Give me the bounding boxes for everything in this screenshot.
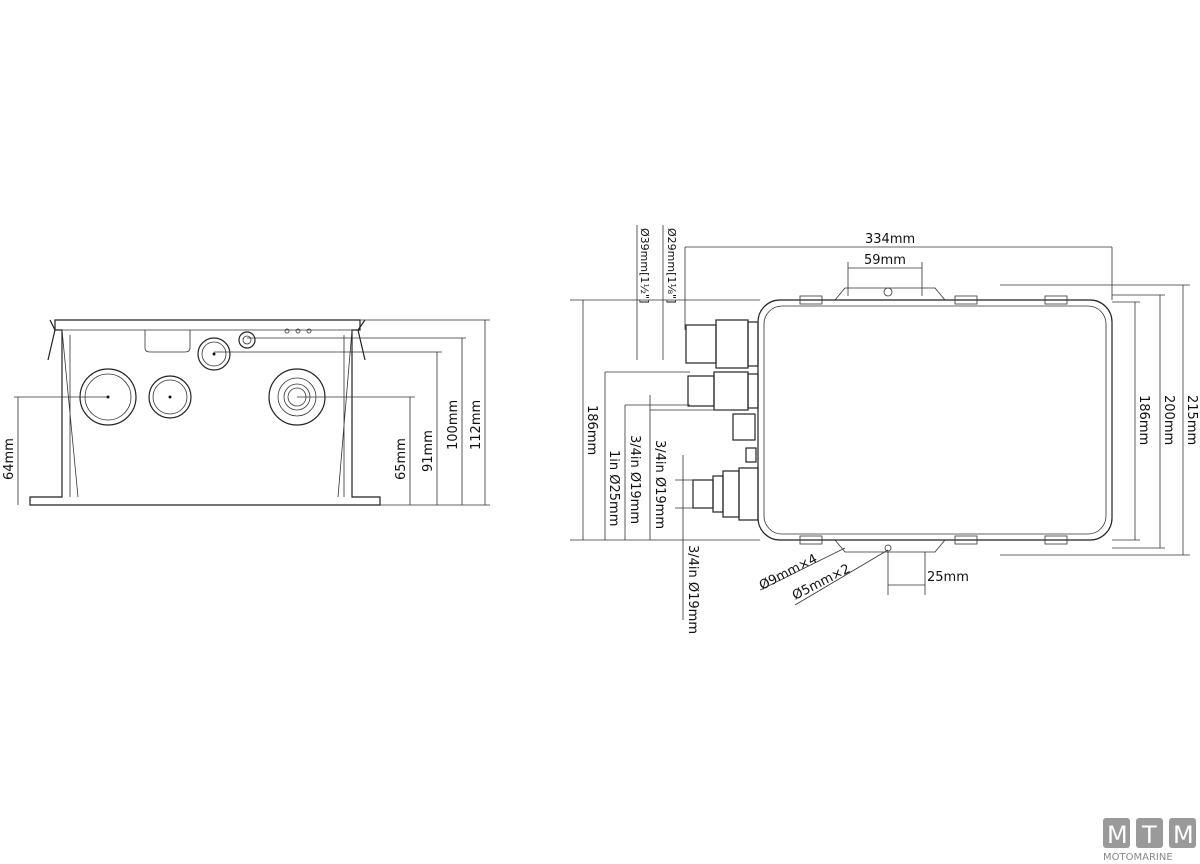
dim-64mm: 64mm bbox=[2, 438, 17, 480]
label-port-19mm-b: 3/4in Ø19mm bbox=[652, 440, 667, 529]
label-port-19mm-a: 3/4in Ø19mm bbox=[627, 435, 642, 524]
dim-25mm: 25mm bbox=[927, 570, 969, 585]
dim-200mm: 200mm bbox=[1161, 395, 1176, 445]
dim-112mm: 112mm bbox=[469, 400, 484, 450]
svg-text:T: T bbox=[1141, 821, 1157, 849]
dim-91mm: 91mm bbox=[421, 430, 436, 472]
svg-text:MOTOMARINE: MOTOMARINE bbox=[1103, 852, 1173, 863]
motomarine-logo: M T M MOTOMARINE bbox=[1103, 818, 1196, 863]
dim-59mm: 59mm bbox=[864, 253, 906, 268]
inlet-upper-port bbox=[197, 337, 231, 371]
dim-215mm: 215mm bbox=[1184, 395, 1199, 445]
label-port-39mm: Ø39mm[1½"] bbox=[638, 228, 651, 303]
dim-186mm-right: 186mm bbox=[1136, 395, 1151, 445]
dim-334mm: 334mm bbox=[865, 232, 915, 247]
inlet-medium-port bbox=[148, 375, 192, 419]
label-port-29mm: Ø29mm[1⅛"] bbox=[665, 228, 678, 303]
svg-text:M: M bbox=[1107, 821, 1128, 849]
top-view: 334mm 59mm 186mm 186mm 200mm 215mm 25mm … bbox=[570, 225, 1199, 634]
dim-100mm: 100mm bbox=[446, 400, 461, 450]
dim-186mm-left: 186mm bbox=[584, 405, 599, 455]
svg-text:M: M bbox=[1173, 821, 1194, 849]
dim-65mm: 65mm bbox=[394, 438, 409, 480]
fittings bbox=[685, 319, 759, 521]
side-view: 64mm 65mm 91mm 100mm 112mm bbox=[2, 319, 490, 506]
label-port-19mm-c: 3/4in Ø19mm bbox=[685, 545, 700, 634]
label-port-25mm: 1in Ø25mm bbox=[606, 450, 621, 526]
